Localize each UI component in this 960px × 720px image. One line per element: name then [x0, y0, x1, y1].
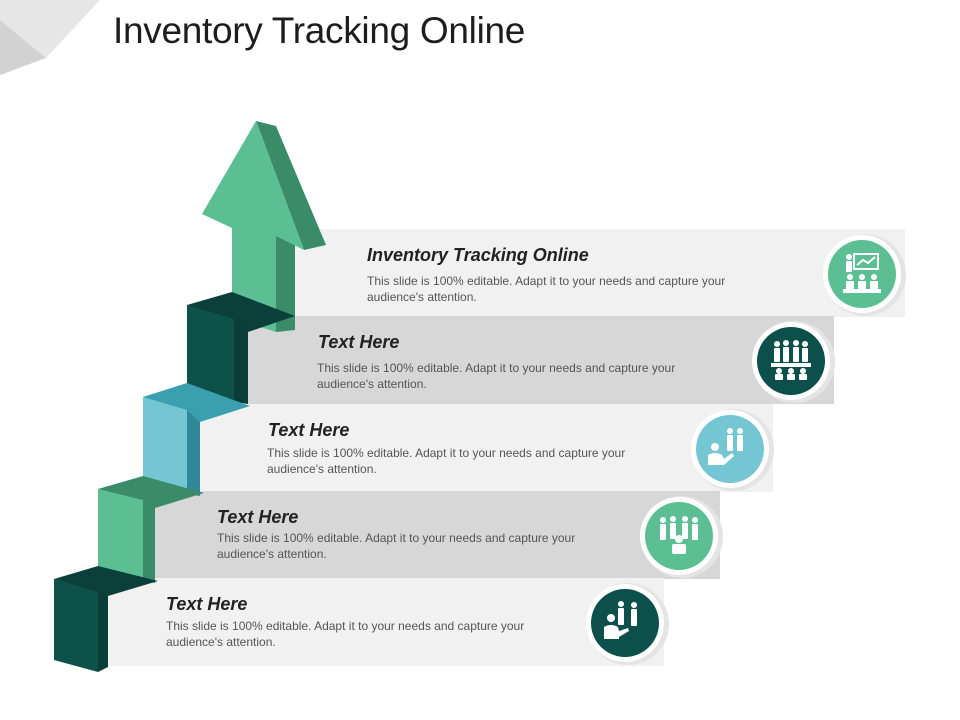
page-title: Inventory Tracking Online: [113, 10, 526, 51]
step-block-1-side: [234, 319, 248, 404]
step-title: Text Here: [268, 420, 350, 440]
step-block-1-top: [187, 292, 295, 332]
step-title: Inventory Tracking Online: [367, 245, 589, 265]
step-band-4: Text Here This slide is 100% editable. A…: [155, 491, 720, 579]
group-leader-icon: [637, 494, 723, 578]
step-block-2-front: [143, 397, 187, 494]
step-block-3-side: [143, 500, 155, 583]
step-block-2-top: [143, 383, 250, 422]
step-block-1-front: [187, 305, 234, 402]
team-meeting-icon: [749, 319, 835, 403]
arrow-head: [202, 121, 304, 332]
step-title: Text Here: [217, 507, 299, 527]
step-description: This slide is 100% editable. Adapt it to…: [267, 446, 626, 476]
step-block-4-side: [98, 592, 108, 672]
step-band-5: Text Here This slide is 100% editable. A…: [108, 578, 664, 666]
arrow-head-side: [256, 121, 326, 250]
step-block-4-top: [54, 566, 158, 596]
step-band-3: Text Here This slide is 100% editable. A…: [200, 404, 773, 492]
step-description: This slide is 100% editable. Adapt it to…: [367, 274, 726, 304]
handshake-icon: [688, 407, 774, 491]
step-block-2-side: [187, 410, 200, 496]
step-description: This slide is 100% editable. Adapt it to…: [317, 361, 676, 391]
step-block-4-front: [54, 579, 98, 672]
step-band-1: Inventory Tracking Online This slide is …: [295, 229, 905, 317]
step-block-3-top: [98, 476, 204, 508]
step-description: This slide is 100% editable. Adapt it to…: [217, 531, 576, 561]
step-band-2: Text Here This slide is 100% editable. A…: [248, 316, 834, 404]
presentation-audience-icon: [820, 232, 906, 316]
step-title: Text Here: [166, 594, 248, 614]
step-block-3-front: [98, 489, 143, 581]
step-description: This slide is 100% editable. Adapt it to…: [166, 619, 525, 649]
step-title: Text Here: [318, 332, 400, 352]
corner-decoration: [0, 0, 100, 75]
arrow-shaft-side: [276, 236, 295, 332]
business-consultation-icon: [583, 581, 669, 665]
